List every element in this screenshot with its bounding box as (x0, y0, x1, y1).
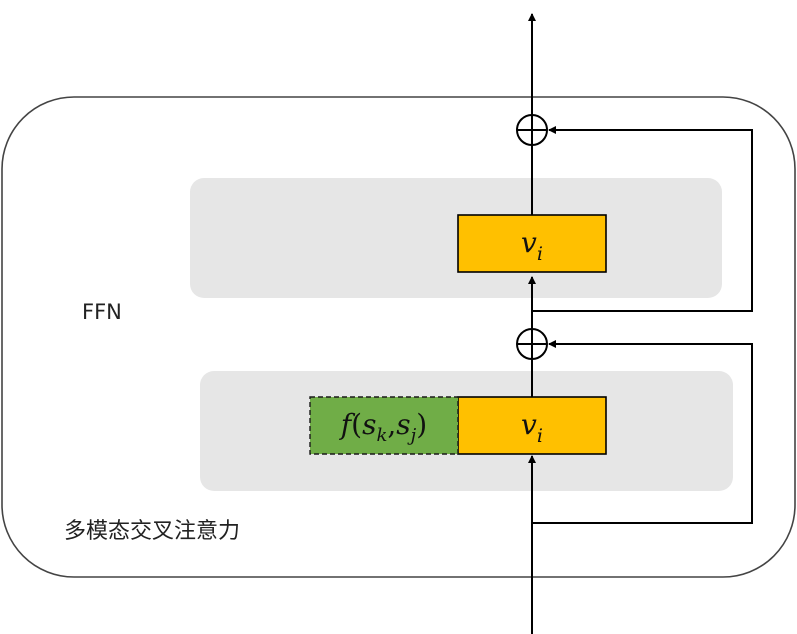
ffn-panel (190, 178, 722, 298)
attention-vector-label: vi (521, 408, 543, 447)
score-function-label: f(sk,sj) (339, 408, 427, 446)
ffn-label: FFN (82, 300, 122, 324)
add-node-bottom (516, 328, 548, 360)
add-node-top (516, 114, 548, 146)
ffn-vector-box (457, 214, 607, 273)
residual-connection-ffn (532, 126, 753, 312)
attention-vector-box (457, 396, 607, 455)
outer-block (1, 96, 796, 578)
cross-attention-label: 多模态交叉注意力 (64, 519, 240, 544)
residual-connection-attention (532, 340, 753, 524)
score-function-box (309, 396, 459, 455)
ffn-vector-label: vi (521, 226, 543, 265)
